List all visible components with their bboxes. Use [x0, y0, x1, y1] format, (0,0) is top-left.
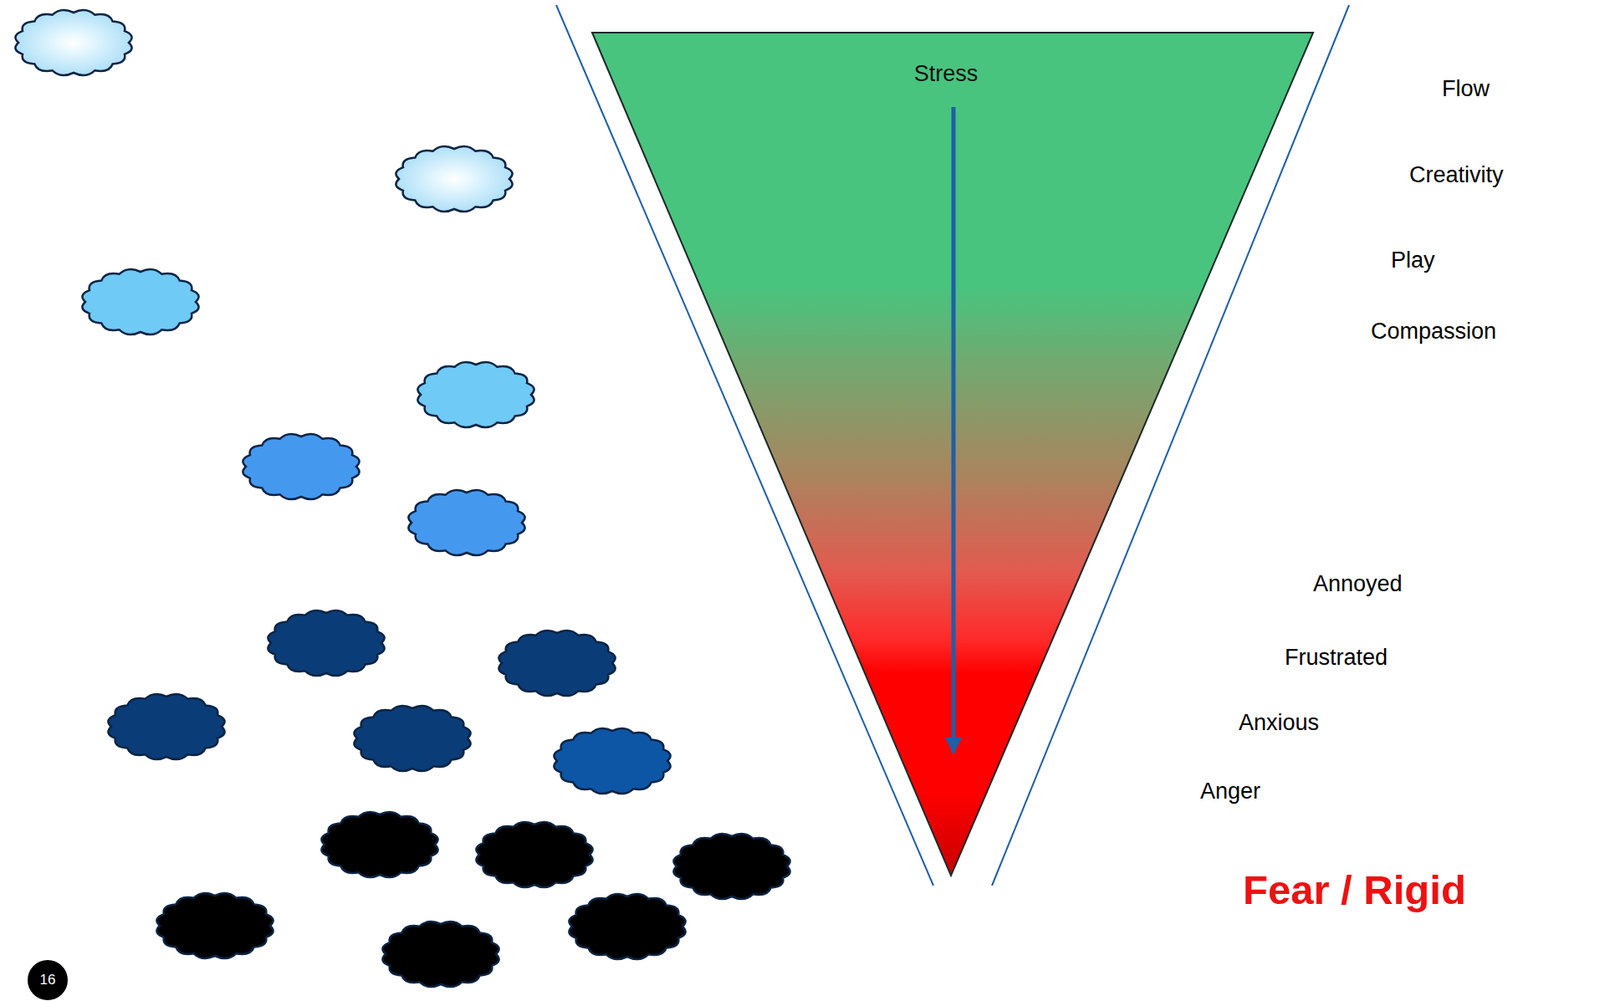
cloud [321, 812, 438, 878]
cloud [475, 822, 593, 888]
state-label: Flow [1441, 76, 1490, 103]
state-label: Anxious [1238, 710, 1319, 737]
cloud [417, 362, 534, 428]
state-label: Play [1390, 247, 1436, 274]
state-label: Compassion [1370, 318, 1497, 345]
page-number-badge [27, 960, 68, 1001]
cloud [15, 10, 132, 76]
stress-funnel [592, 32, 1314, 876]
state-label: Annoyed [1313, 571, 1403, 598]
state-label: Frustrated [1284, 644, 1388, 671]
cloud [353, 705, 471, 772]
page-number: 16 [40, 971, 57, 989]
cloud [673, 833, 790, 900]
cloud [242, 434, 359, 500]
cloud [156, 893, 273, 959]
stress-arrow [951, 107, 956, 753]
cloud [553, 728, 670, 794]
state-label: Anger [1200, 778, 1261, 805]
cloud [107, 694, 225, 760]
cloud [408, 490, 525, 556]
emphasis-label: Fear / Rigid [1242, 866, 1467, 914]
cloud [267, 610, 384, 676]
state-label: Creativity [1409, 162, 1504, 189]
cloud [81, 269, 199, 335]
cloud [395, 146, 512, 212]
cloud [498, 630, 615, 696]
cloud [568, 894, 685, 960]
axis-label: Stress [914, 61, 979, 87]
cloud [382, 921, 499, 987]
